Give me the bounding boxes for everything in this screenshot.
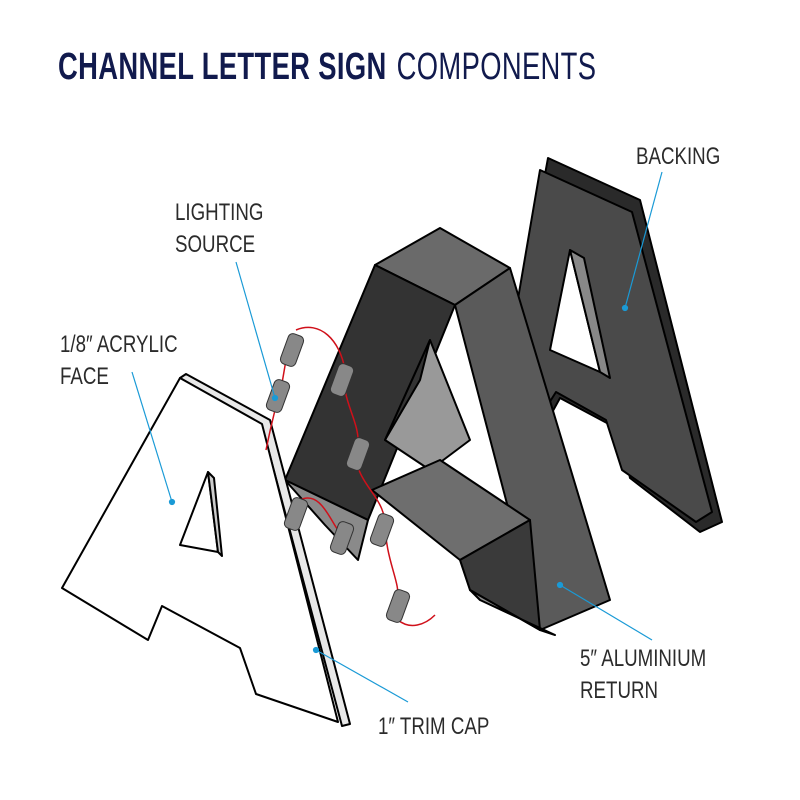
aluminium-return-letter (284, 227, 611, 636)
led-module (265, 379, 291, 413)
led-module (345, 437, 371, 471)
led-module (329, 363, 355, 397)
led-module (329, 521, 355, 555)
title-bold: CHANNEL LETTER SIGN (58, 46, 387, 88)
title-light: COMPONENTS (396, 46, 597, 88)
label-trim-cap: 1″ TRIM CAP (378, 713, 490, 740)
label-return-line2: RETURN (580, 677, 658, 704)
led-module (279, 333, 305, 367)
led-string (265, 326, 436, 627)
label-acrylic-line1: 1/8″ ACRYLIC (60, 331, 178, 358)
led-module (283, 497, 309, 531)
label-return-line1: 5″ ALUMINIUM (580, 645, 707, 672)
label-lighting-line2: SOURCE (175, 231, 256, 258)
leader-lines (131, 171, 663, 703)
label-acrylic-line2: FACE (60, 363, 109, 390)
label-lighting-line1: LIGHTING (175, 199, 264, 226)
led-module (369, 513, 395, 547)
led-module (385, 589, 411, 623)
label-backing: BACKING (636, 143, 721, 170)
backing-letter (497, 157, 723, 533)
